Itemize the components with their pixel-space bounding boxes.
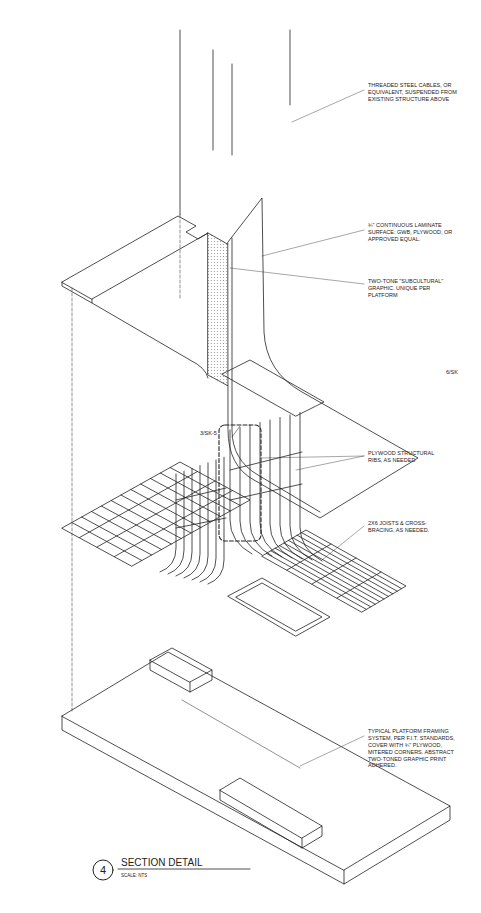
plywood-rib [168,471,184,574]
plywood-rib [160,474,176,572]
platform-block [220,790,322,848]
steel-cable [232,64,233,155]
joist [266,553,366,609]
cross-brace [312,558,356,584]
joist [275,548,375,604]
steel-cable [213,50,214,150]
platform-block [190,682,191,692]
alignment-line [72,288,73,712]
joist [288,540,388,596]
detail-boundary [219,425,261,541]
rib-blocking [230,452,302,470]
plywood-rib [260,423,282,558]
leader-line [262,456,364,458]
note: ¾" CONTINUOUS LAMINATE SURFACE: GWB, PLY… [368,222,463,243]
laminate-slot [222,360,324,416]
joist [293,538,393,594]
platform-block [302,838,303,848]
note: PLYWOOD STRUCTURAL RIBS, AS NEEDED [368,450,448,464]
joist-frame [262,530,406,612]
leader-line [296,456,364,470]
sheet-reference: 6/SK [446,369,458,376]
joist-frame [62,462,250,566]
sub-frame-inner [236,583,322,631]
steel-cable [290,30,291,105]
cross-brace [287,544,331,570]
plywood-rib [184,466,200,578]
joist [284,543,384,599]
joist [302,533,402,589]
laminate-edge [62,282,92,303]
rib-blocking [230,484,302,500]
leader-line [262,230,364,256]
joist [297,535,397,591]
detail-reference: 3/SK-5 [200,430,217,437]
note: 2X6 JOISTS & CROSS-BRACING, AS NEEDED. [368,520,448,534]
scale-note: SCALE: NTS [121,873,147,879]
laminate-top [62,216,208,299]
laminate-piece [228,198,418,518]
laminate-bend [92,303,208,378]
note: THREADED STEEL CABLES, OR EQUIVALENT, SU… [368,82,463,103]
alignment-line [180,215,181,300]
steel-cable [180,30,181,215]
platform-edge [344,870,345,884]
title-underline [118,869,250,870]
note: TYPICAL PLATFORM FRAMING SYSTEM, PER F.I… [368,728,468,769]
platform-block [220,778,322,838]
cross-brace [97,481,215,547]
plywood-rib [230,430,252,554]
plywood-rib [192,463,208,580]
plywood-rib [176,468,192,576]
callout-number: 4 [93,863,113,877]
leader-line [300,736,364,766]
platform-block [150,660,212,692]
cross-brace [115,491,233,557]
cross-brace [337,572,381,598]
plywood-rib [240,428,262,556]
graphic-seam [182,700,300,768]
leader-line [322,526,364,560]
plywood-rib [208,457,224,584]
detail-bubble [93,860,113,880]
plywood-rib [200,460,216,582]
leader-line [230,268,364,284]
platform-edge [62,716,450,884]
joist [271,551,371,607]
leader-line [292,90,364,122]
leader-line [232,426,240,437]
sub-frame [228,578,330,636]
note: TWO-TONE "SUBCULTURAL" GRAPHIC. UNIQUE P… [368,278,448,299]
title: SECTION DETAIL [121,857,203,870]
platform-block [150,648,212,682]
